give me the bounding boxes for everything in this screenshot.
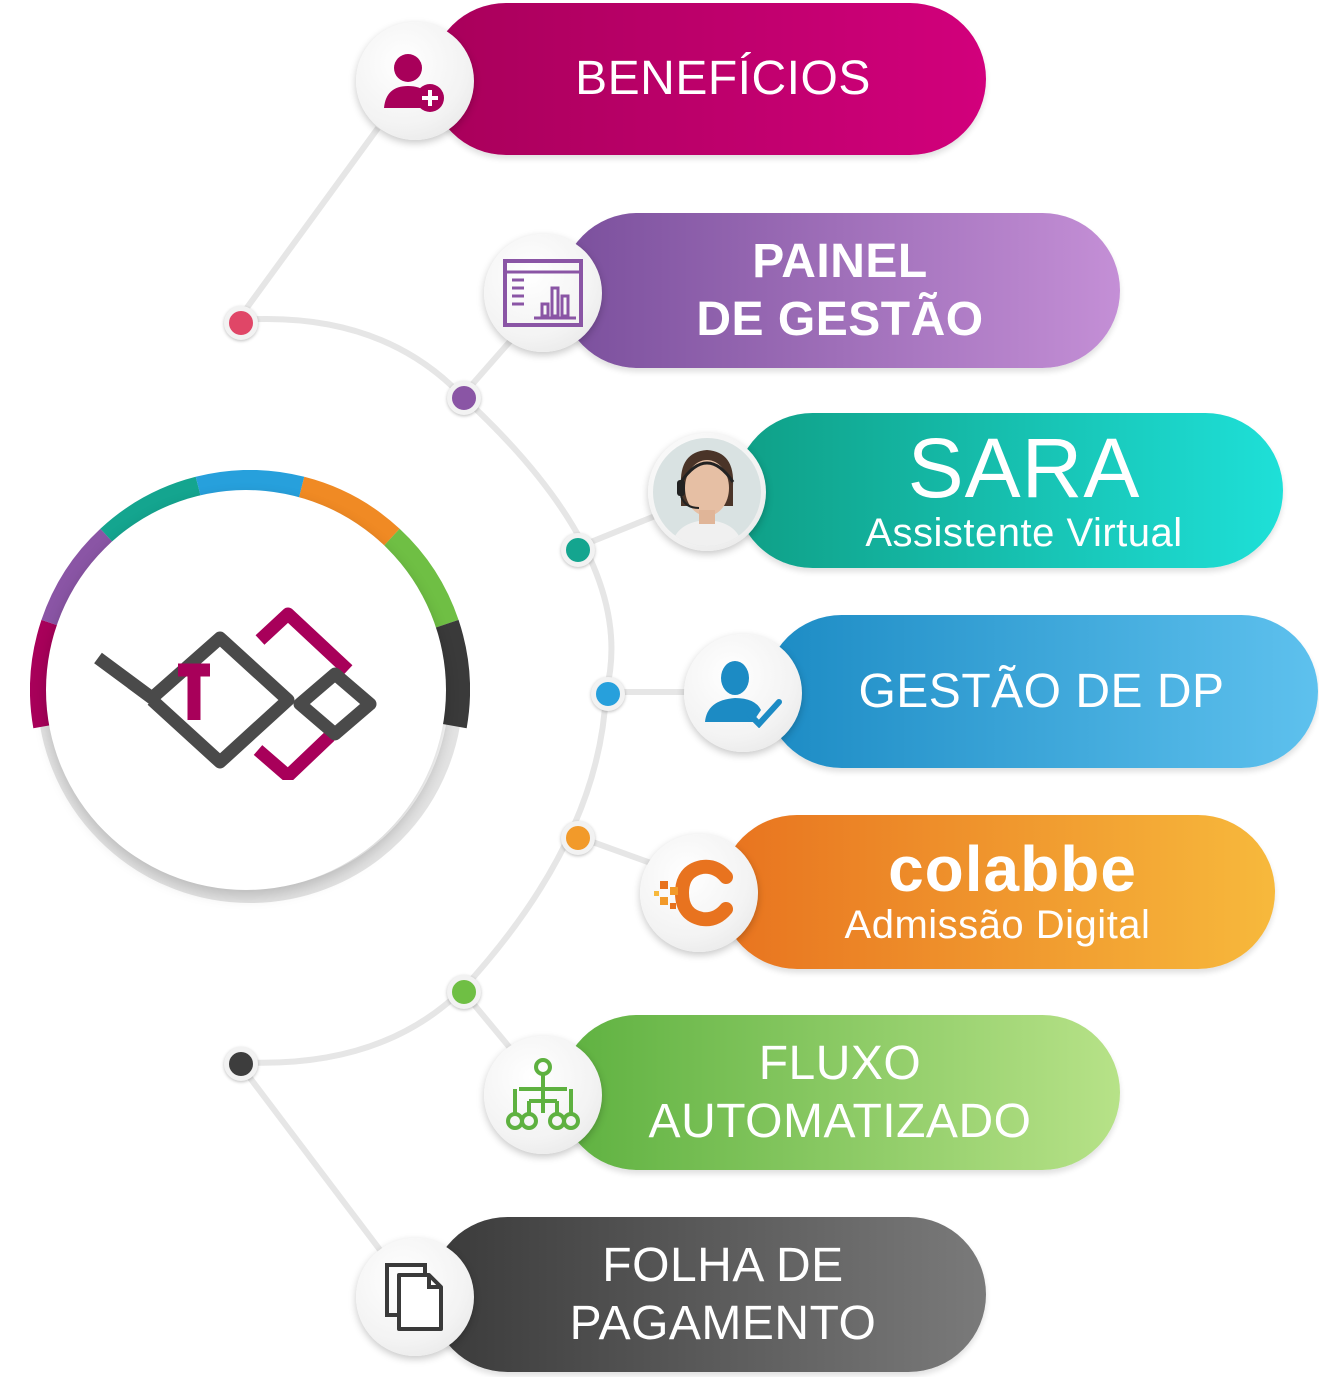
connector-bottom-dot <box>237 987 465 1066</box>
workflow-tree-icon <box>506 1058 580 1130</box>
node-dot-folha <box>224 1047 258 1081</box>
hub-ring-segment <box>195 470 305 505</box>
hub-circle <box>46 490 446 890</box>
pill-gestao-dp[interactable]: GESTÃO DE DP <box>765 615 1318 768</box>
pill-painel-line-1: PAINEL <box>752 234 928 288</box>
bubble-fluxo[interactable] <box>484 1036 602 1154</box>
pill-fluxo-line-2: AUTOMATIZADO <box>648 1094 1032 1148</box>
bubble-beneficios[interactable] <box>356 22 474 140</box>
hub-ring-segment <box>41 528 120 630</box>
pill-colabbe[interactable]: colabbe Admissão Digital <box>720 815 1275 969</box>
pill-fluxo-line-1: FLUXO <box>758 1036 922 1090</box>
node-dot-sara <box>561 533 595 567</box>
connector-beneficios <box>235 126 381 322</box>
pill-folha-line-1: FOLHA DE <box>602 1238 844 1292</box>
user-check-icon <box>705 661 782 728</box>
pill-folha[interactable]: FOLHA DE PAGAMENTO <box>430 1217 986 1372</box>
user-plus-icon <box>384 54 444 112</box>
virtual-assistant-avatar <box>653 438 761 546</box>
node-dot-gestao-dp <box>591 677 625 711</box>
pill-beneficios-line-1: BENEFÍCIOS <box>575 52 871 105</box>
node-dot-painel <box>447 381 481 415</box>
connector-top-dot <box>237 316 465 399</box>
pill-beneficios[interactable]: BENEFÍCIOS <box>430 3 986 155</box>
bubble-painel[interactable] <box>484 234 602 352</box>
pill-fluxo[interactable]: FLUXO AUTOMATIZADO <box>560 1015 1120 1170</box>
node-dot-beneficios <box>224 306 258 340</box>
main-arc <box>459 393 615 993</box>
pill-gestao-dp-line-1: GESTÃO DE DP <box>858 664 1225 718</box>
bubble-colabbe[interactable] <box>640 834 758 952</box>
colabbe-logo-icon <box>654 859 733 927</box>
pill-folha-line-2: PAGAMENTO <box>569 1296 877 1350</box>
connector-folha <box>235 1060 383 1252</box>
pill-colabbe-subtitle: Admissão Digital <box>844 903 1151 947</box>
hub-ring-segment <box>431 619 470 729</box>
hub-ring-segment <box>297 476 400 550</box>
pill-sara-title: SARA <box>907 420 1141 515</box>
hub-ring-segment <box>30 619 69 729</box>
node-dot-fluxo <box>447 975 481 1009</box>
hub-ring-segment <box>380 528 459 630</box>
pill-painel[interactable]: PAINEL DE GESTÃO <box>560 213 1120 368</box>
bubble-gestao-dp[interactable] <box>684 634 802 752</box>
hub-ring-segment <box>100 476 203 550</box>
company-logo <box>94 607 377 780</box>
node-dot-colabbe <box>561 821 595 855</box>
dashboard-chart-icon <box>503 259 583 327</box>
pill-painel-line-2: DE GESTÃO <box>696 292 984 346</box>
documents-icon <box>385 1263 443 1331</box>
bubble-sara[interactable] <box>648 433 766 551</box>
hub-ring <box>30 470 470 903</box>
pill-sara-subtitle: Assistente Virtual <box>865 510 1183 555</box>
pill-sara[interactable]: SARA Assistente Virtual <box>735 413 1283 568</box>
bubble-folha[interactable] <box>356 1238 474 1356</box>
pill-colabbe-brand: colabbe <box>888 833 1137 905</box>
